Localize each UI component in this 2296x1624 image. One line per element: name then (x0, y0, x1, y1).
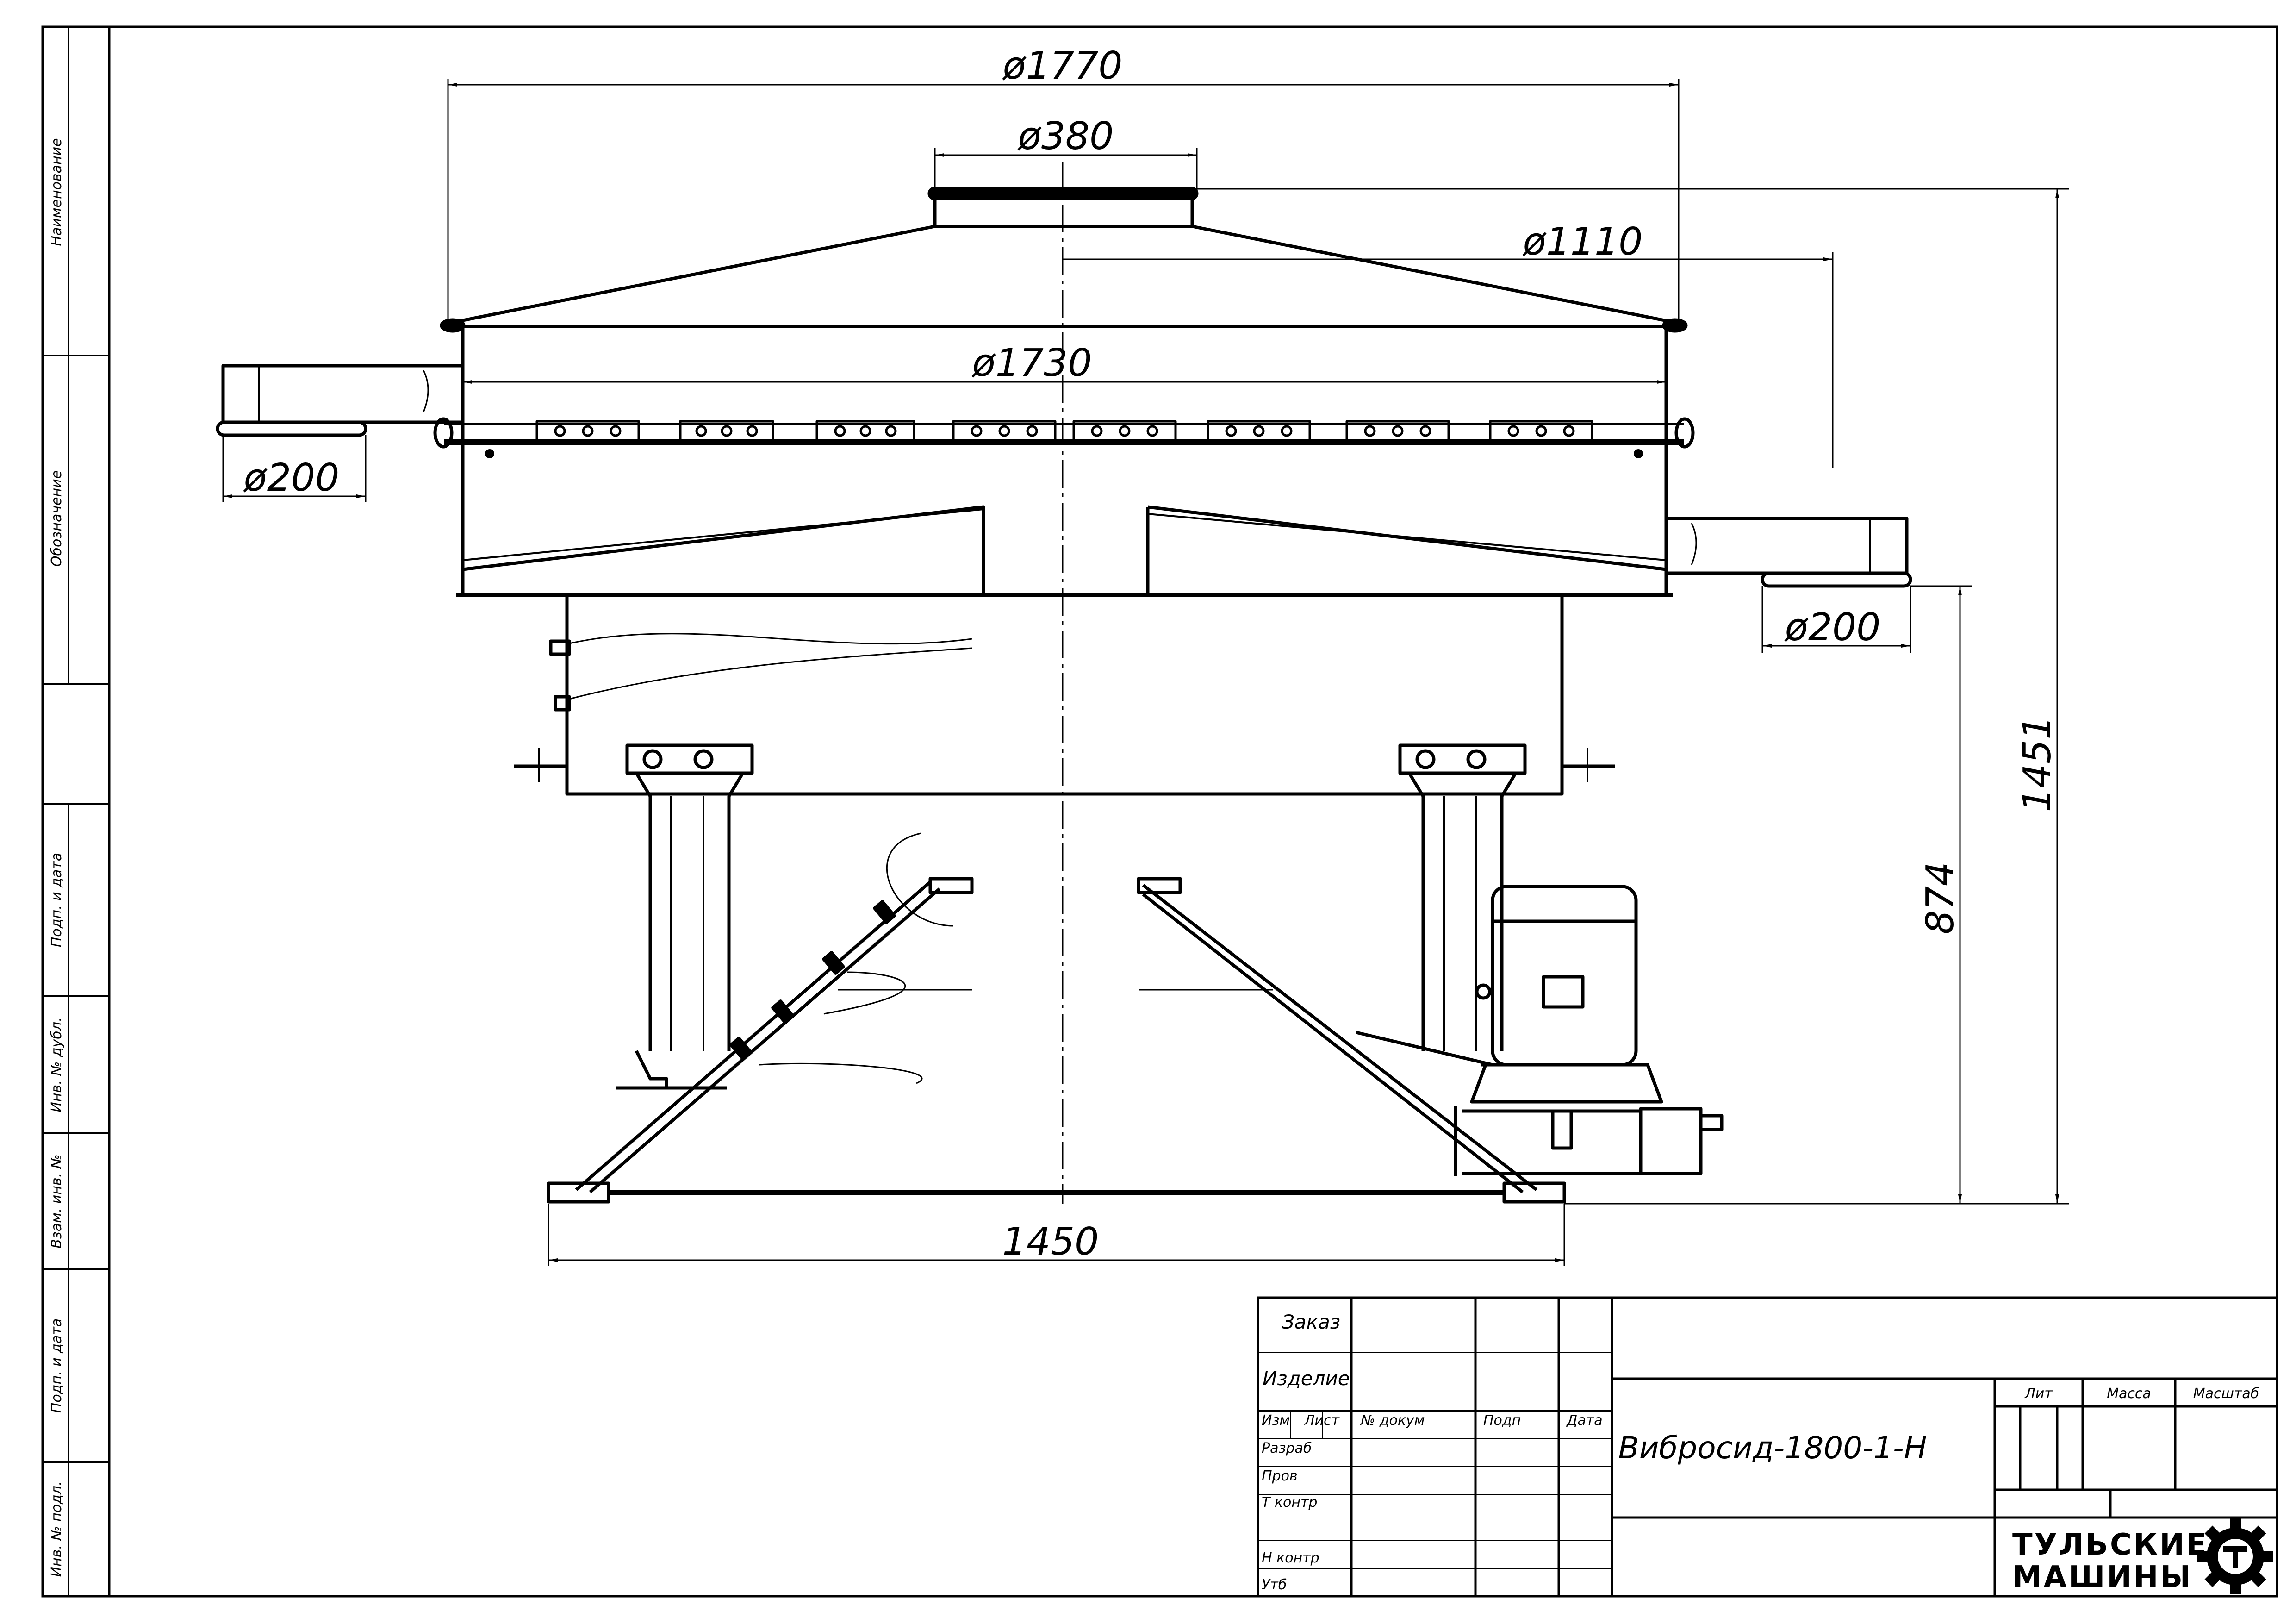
side-label-sign-date-1: Подп. и дата (49, 853, 65, 947)
col-list: Лист (1304, 1412, 1340, 1429)
dim-874: 874 (1918, 862, 1962, 935)
lower-housing (456, 440, 1673, 597)
col-date: Дата (1566, 1412, 1603, 1429)
dim-d1110: ø1110 (1522, 220, 1643, 264)
dimension-lines (222, 79, 2069, 1266)
row-razrab: Разраб (1262, 1440, 1312, 1456)
designation: Вибросид-1800-1-Н (1618, 1430, 1927, 1466)
col-doc: № докум (1360, 1412, 1425, 1429)
clamp-dots (485, 449, 1643, 458)
mass-label: Масса (2107, 1386, 2151, 1402)
lit-label: Лит (2024, 1386, 2053, 1402)
side-label-designation: Обозначение (49, 470, 65, 567)
title-block: Заказ Изделие Изм Лист № докум Подп Дата… (1257, 1296, 2278, 1598)
sheet-frame (41, 25, 2278, 1598)
dim-d380: ø380 (1017, 114, 1114, 158)
col-sign: Подп (1483, 1412, 1521, 1429)
row-tkontr: Т контр (1262, 1494, 1317, 1511)
right-outlet-spout (1666, 517, 1912, 588)
left-outlet-spout (216, 364, 463, 437)
dim-d200-right: ø200 (1784, 606, 1881, 650)
side-label-vzam-inv: Взам. инв. № (49, 1154, 65, 1249)
scale-label: Масштаб (2193, 1386, 2259, 1402)
side-label-inv-podl: Инв. № подл. (49, 1481, 65, 1577)
product-label: Изделие (1263, 1367, 1350, 1390)
support-drum (514, 593, 1615, 796)
row-nkontr: Н контр (1262, 1550, 1319, 1566)
dim-1451: 1451 (2016, 716, 2060, 812)
base-frame (547, 832, 1566, 1204)
sieve-machine (216, 162, 1912, 1204)
side-label-name: Наименование (49, 138, 65, 246)
col-izm: Изм (1262, 1412, 1290, 1429)
dim-d200-left: ø200 (243, 456, 340, 500)
spring-mount-right (1398, 743, 1527, 1051)
side-label-sign-date-2: Подп. и дата (49, 1318, 65, 1413)
spring-mount-left (616, 743, 754, 1090)
side-strip: Наименование Обозначение Подп. и дата Ин… (49, 138, 65, 1577)
brand-line-2: МАШИНЫ (2012, 1560, 2193, 1594)
brand-line-1: ТУЛЬСКИЕ (2012, 1528, 2209, 1562)
inlet-flange (927, 187, 1199, 228)
dim-1450: 1450 (1002, 1220, 1099, 1264)
dim-d1730: ø1730 (971, 341, 1092, 385)
row-prov: Пров (1262, 1468, 1298, 1484)
conical-cover (440, 225, 1688, 333)
row-utv: Утб (1262, 1577, 1287, 1593)
gear-logo-icon (2197, 1518, 2273, 1594)
dimension-texts: ø1770 ø380 ø1110 ø1730 ø200 ø200 1451 87… (243, 44, 2060, 1264)
vibro-motor (1356, 885, 1724, 1176)
side-label-inv-dubl: Инв. № дубл. (49, 1017, 65, 1112)
dim-d1770: ø1770 (1002, 44, 1123, 88)
order-label: Заказ (1282, 1311, 1340, 1333)
